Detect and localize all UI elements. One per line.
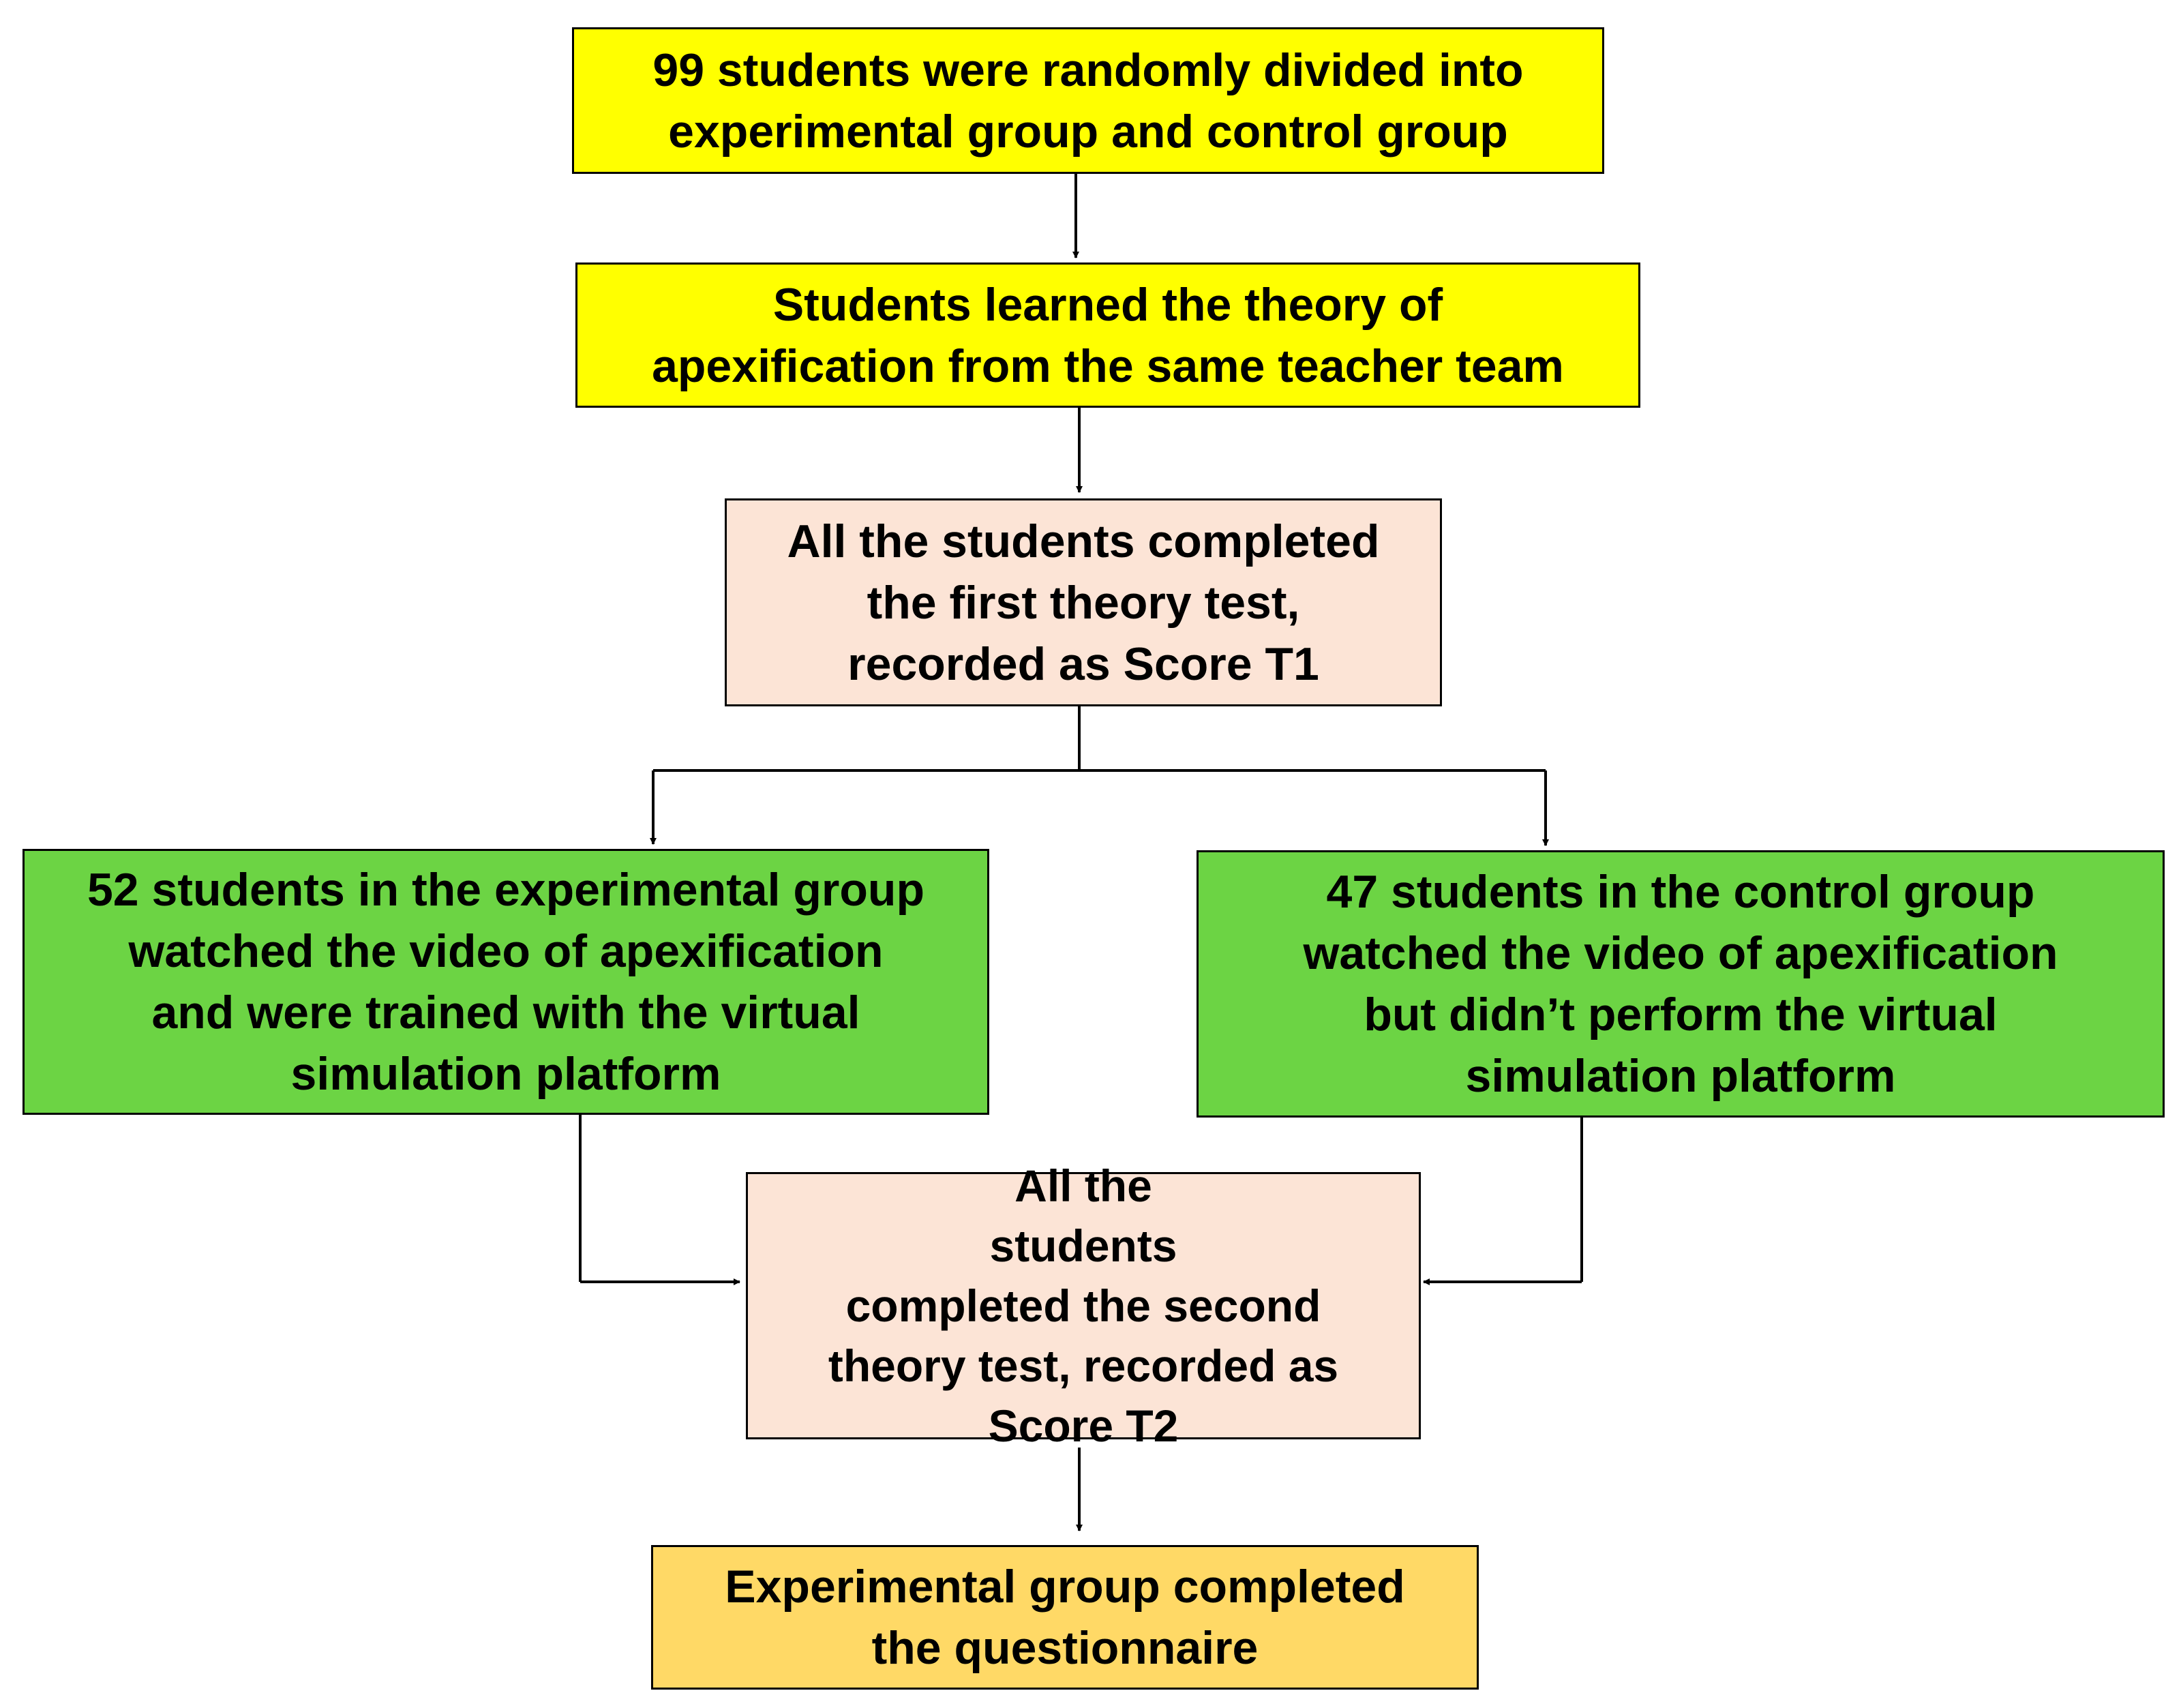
control-group-box: 47 students in the control group watched… — [1197, 850, 2165, 1118]
second-theory-test-box: All the students completed the second th… — [746, 1160, 1421, 1451]
randomization-box: 99 students were randomly divided into e… — [572, 27, 1604, 174]
experimental-group-box: 52 students in the experimental group wa… — [22, 849, 989, 1115]
first-theory-test-box: All the students completed the first the… — [725, 498, 1442, 706]
questionnaire-box: Experimental group completed the questio… — [651, 1545, 1479, 1690]
theory-learning-box: Students learned the theory of apexifica… — [575, 263, 1640, 408]
